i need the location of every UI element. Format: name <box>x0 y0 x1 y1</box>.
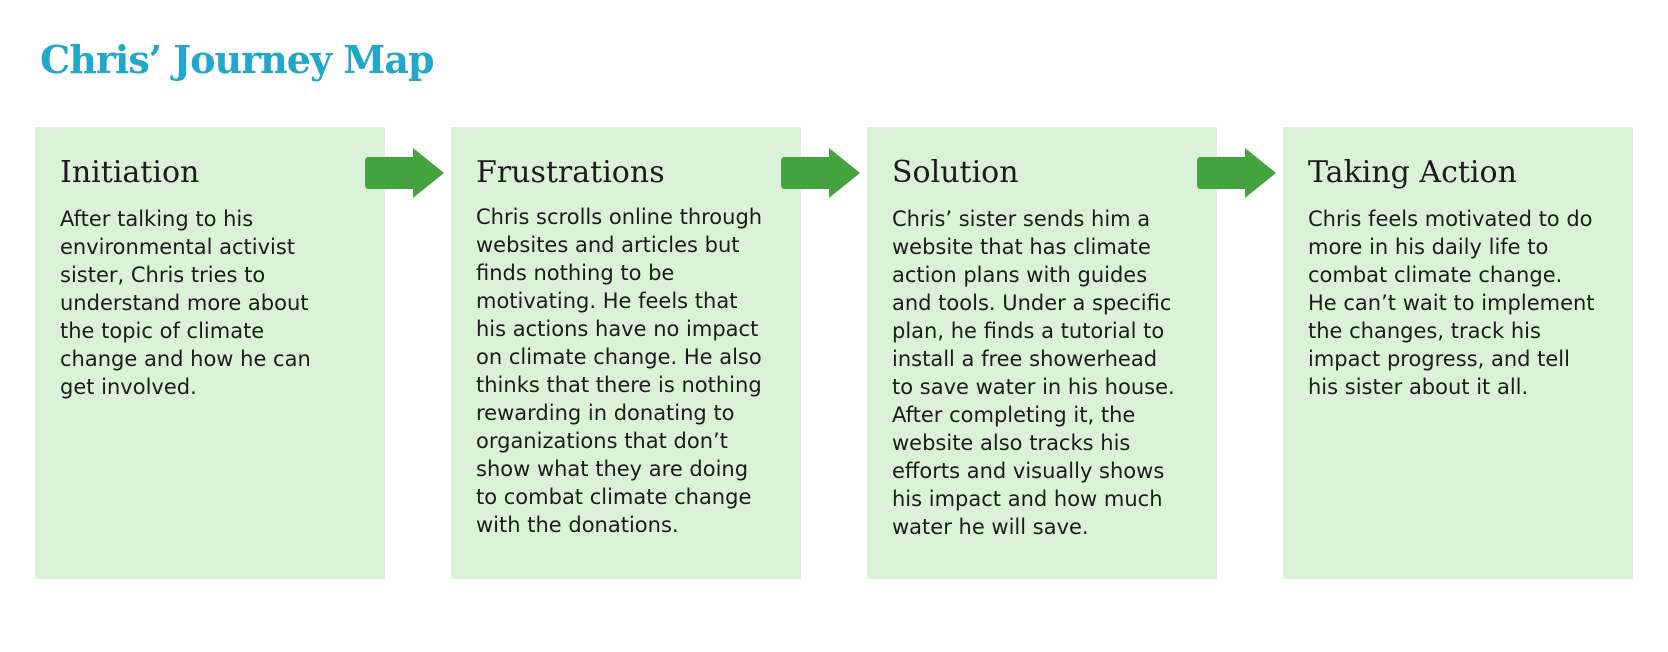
stage-description: Chris’ sister sends him a website that h… <box>892 207 1175 539</box>
stage-card-frustrations: Frustrations Chris scrolls online throug… <box>451 127 801 579</box>
stage-title: Initiation <box>60 155 200 190</box>
right-arrow-icon <box>1197 148 1276 198</box>
stage-card-initiation: Initiation After talking to his environm… <box>35 127 385 579</box>
stage-description: Chris feels motivated to do more in his … <box>1308 207 1595 399</box>
page-title: Chris’ Journey Map <box>40 37 435 82</box>
right-arrow-icon <box>781 148 860 198</box>
stage-description: After talking to his environmental activ… <box>60 207 311 399</box>
right-arrow-icon <box>365 148 444 198</box>
stage-title: Solution <box>892 155 1019 190</box>
stage-card-solution: Solution Chris’ sister sends him a websi… <box>867 127 1217 579</box>
stage-description: Chris scrolls online through websites an… <box>476 205 763 537</box>
stage-card-taking-action: Taking Action Chris feels motivated to d… <box>1283 127 1633 579</box>
stage-title: Taking Action <box>1308 155 1517 190</box>
stage-title: Frustrations <box>476 155 665 190</box>
